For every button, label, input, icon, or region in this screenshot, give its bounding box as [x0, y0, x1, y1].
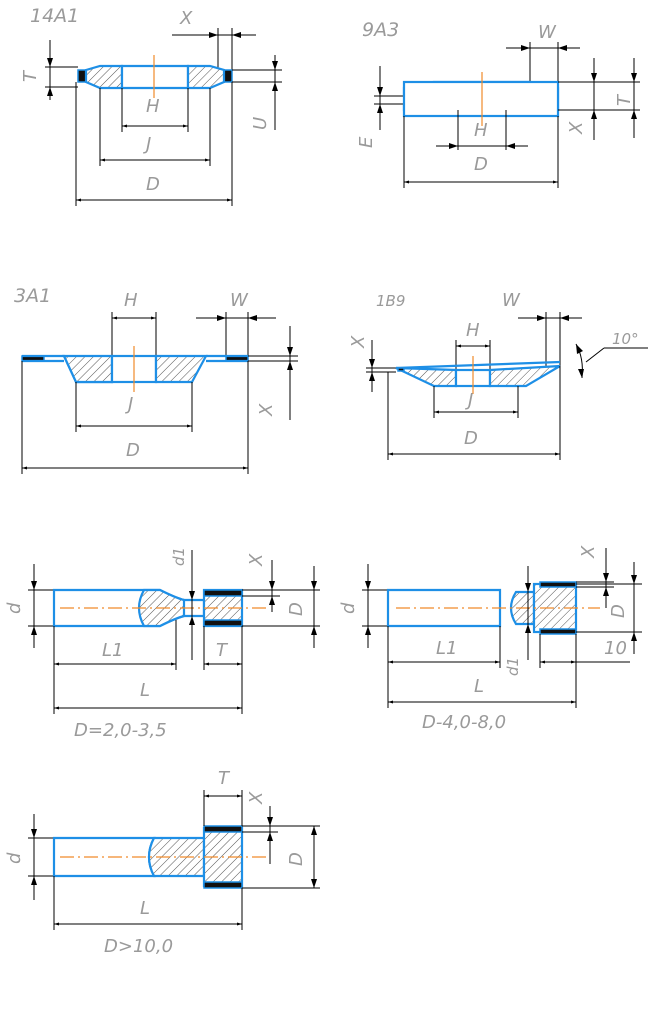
- label-t-9a3: T: [614, 93, 635, 106]
- label-10-mid: 10: [604, 638, 627, 659]
- label-l1-small: L1: [102, 640, 123, 661]
- label-e: E: [356, 136, 377, 148]
- diagram-14a1: 14A1 X T U H J D: [20, 5, 282, 206]
- label-t-small: T: [216, 640, 229, 661]
- label-d-1b9: D: [464, 428, 478, 449]
- label-w-1b9: W: [502, 290, 521, 311]
- label-l-large: L: [140, 898, 150, 919]
- label-d1-mid: d1: [504, 657, 522, 676]
- label-t-large: T: [218, 768, 231, 789]
- title-14a1: 14A1: [30, 5, 79, 27]
- label-l-small: L: [140, 680, 150, 701]
- label-d-large: d: [4, 852, 25, 864]
- label-d-mid: d: [338, 602, 359, 614]
- title-9a3: 9A3: [362, 19, 399, 41]
- label-w: W: [538, 22, 557, 43]
- label-d1-small: d1: [170, 547, 188, 566]
- title-3a1: 3A1: [14, 285, 51, 307]
- caption-large: D>10,0: [104, 936, 173, 957]
- label-h-9a3: H: [474, 120, 488, 141]
- label-l1-mid: L1: [436, 638, 457, 659]
- diagram-3a1: 3A1 H W X J D: [14, 285, 298, 474]
- label-x: X: [179, 8, 193, 29]
- label-D-mid: D: [608, 604, 629, 618]
- label-angle: 10°: [612, 330, 639, 348]
- label-d-3a1: D: [126, 440, 140, 461]
- label-u: U: [250, 117, 271, 130]
- label-h-1b9: H: [466, 320, 480, 341]
- diagram-large-point: d T X D L D>10,0: [4, 768, 320, 957]
- label-t: T: [20, 69, 41, 82]
- diagram-small-point: d d1 X D L1 T L D: [4, 547, 320, 741]
- label-D-small: D: [286, 602, 307, 616]
- label-x-3a1: X: [256, 403, 277, 417]
- caption-mid: D-4,0-8,0: [422, 712, 506, 733]
- diagram-1b9: 1B9 X H W 10° J D: [348, 290, 648, 460]
- label-d-small: d: [4, 602, 25, 614]
- label-d: D: [146, 174, 160, 195]
- label-x-mid: X: [578, 545, 599, 559]
- label-x-small: X: [246, 553, 267, 567]
- label-j: J: [143, 134, 151, 155]
- diagram-medium-point: d d1 X D L1 10 L: [338, 545, 642, 733]
- label-j-1b9: J: [465, 390, 473, 411]
- label-w-3a1: W: [230, 290, 249, 311]
- label-D-large: D: [286, 852, 307, 866]
- diagram-9a3: 9A3 W E T X H: [356, 19, 640, 188]
- label-d-9a3: D: [474, 154, 488, 175]
- label-l-mid: L: [474, 676, 484, 697]
- title-1b9: 1B9: [376, 292, 405, 310]
- label-x-9a3: X: [566, 121, 587, 135]
- label-h-3a1: H: [124, 290, 138, 311]
- caption-small: D=2,0-3,5: [74, 720, 167, 741]
- label-x-large: X: [246, 791, 267, 805]
- label-j-3a1: J: [125, 394, 133, 415]
- label-h: H: [146, 96, 160, 117]
- label-x-1b9: X: [348, 335, 369, 349]
